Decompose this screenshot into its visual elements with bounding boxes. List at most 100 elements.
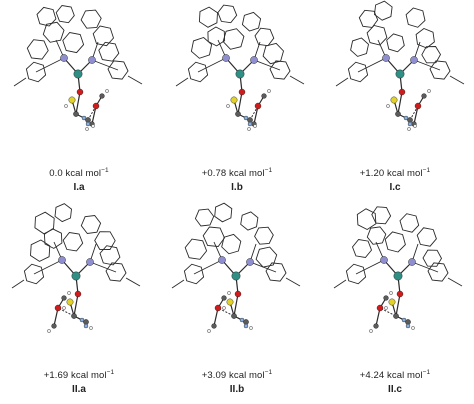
carbon-atom (395, 111, 401, 117)
hydrogen-atom (207, 329, 211, 333)
relative-energy: +4.24 kcal mol−1 (359, 369, 431, 381)
hydrogen-atom (389, 291, 393, 295)
phosphorus-atom (382, 54, 390, 62)
phosphorus-atom (380, 256, 388, 264)
oxygen-atom (234, 290, 242, 298)
hydrogen-atom (411, 326, 415, 330)
hydrogen-atom (413, 124, 417, 128)
oxygen-atom (414, 102, 422, 110)
hydrogen-atom (249, 326, 253, 330)
molecule-IIa (11, 203, 141, 333)
oxygen-atom (214, 304, 222, 312)
oxygen-atom (376, 304, 384, 312)
phosphorus-atom (88, 56, 96, 64)
carbon-atom (73, 111, 79, 117)
metal-atom (73, 69, 83, 79)
carbon-atom (261, 93, 267, 99)
hydrogen-atom (427, 89, 431, 93)
fluorine-atom (243, 115, 249, 121)
carbon-atom (393, 313, 399, 319)
hydrogen-atom (105, 89, 109, 93)
hydrogen-atom (247, 127, 251, 131)
hydrogen-atom (62, 306, 66, 310)
hydrogen-atom (384, 306, 388, 310)
carbon-atom (221, 295, 227, 301)
sulfur-atom (388, 298, 396, 306)
hydrogen-atom (47, 329, 51, 333)
relative-energy: +0.78 kcal mol−1 (201, 167, 273, 179)
oxygen-atom (74, 290, 82, 298)
conformer-panel-IIc: +4.24 kcal mol−1 II.c (316, 202, 474, 404)
hydrogen-atom (226, 104, 230, 108)
relative-energy: +1.69 kcal mol−1 (43, 369, 115, 381)
metal-atom (393, 271, 403, 281)
carbon-atom (235, 111, 241, 117)
conformer-panel-Ib: +0.78 kcal mol−1 I.b (158, 0, 316, 202)
hydrogen-atom (227, 291, 231, 295)
metal-atom (395, 69, 405, 79)
molecule-IIb (171, 202, 301, 333)
oxygen-atom (76, 88, 84, 96)
carbon-atom (61, 295, 67, 301)
sulfur-atom (226, 298, 234, 306)
conformer-label: II.c (388, 384, 402, 395)
conformer-label: I.b (231, 182, 243, 193)
conformer-label: I.c (389, 182, 401, 193)
hydrogen-atom (67, 291, 71, 295)
hydrogen-atom (222, 306, 226, 310)
hydrogen-atom (85, 127, 89, 131)
hydrogen-atom (369, 329, 373, 333)
carbon-atom (211, 323, 217, 329)
fluorine-atom (83, 323, 89, 329)
fluorine-atom (247, 121, 253, 127)
relative-energy: +3.09 kcal mol−1 (201, 369, 273, 381)
oxygen-atom (254, 102, 262, 110)
fluorine-atom (403, 115, 409, 121)
relative-energy: 0.0 kcal mol−1 (49, 167, 109, 179)
hydrogen-atom (386, 104, 390, 108)
hydrogen-atom (89, 326, 93, 330)
relative-energy: +1.20 kcal mol−1 (359, 167, 431, 179)
fluorine-atom (239, 317, 245, 323)
oxygen-atom (92, 102, 100, 110)
conformer-panel-Ic: +1.20 kcal mol−1 I.c (316, 0, 474, 202)
phosphorus-atom (58, 256, 66, 264)
fluorine-atom (401, 317, 407, 323)
conformer-label: II.a (72, 384, 86, 395)
phosphorus-atom (410, 56, 418, 64)
hydrogen-atom (407, 127, 411, 131)
phosphorus-atom (408, 258, 416, 266)
phosphorus-atom (218, 256, 226, 264)
sulfur-atom (66, 298, 74, 306)
oxygen-atom (398, 88, 406, 96)
hydrogen-atom (253, 124, 257, 128)
fluorine-atom (405, 323, 411, 329)
fluorine-atom (85, 121, 91, 127)
conformer-label: I.a (73, 182, 85, 193)
molecule-Ia (13, 5, 143, 131)
metal-atom (235, 69, 245, 79)
oxygen-atom (396, 290, 404, 298)
conformer-panel-Ia: 0.0 kcal mol−1 I.a (0, 0, 158, 202)
carbon-atom (383, 295, 389, 301)
phosphorus-atom (222, 54, 230, 62)
carbon-atom (373, 323, 379, 329)
molecule-Ib (175, 4, 305, 131)
conformer-label: II.b (229, 384, 245, 395)
oxygen-atom (54, 304, 62, 312)
hydrogen-atom (267, 89, 271, 93)
fluorine-atom (81, 115, 87, 121)
sulfur-atom (230, 96, 238, 104)
molecule-IIc (333, 206, 463, 333)
phosphorus-atom (86, 258, 94, 266)
sulfur-atom (68, 96, 76, 104)
phosphorus-atom (60, 54, 68, 62)
molecule-Ic (335, 0, 465, 131)
conformer-panel-IIb: +3.09 kcal mol−1 II.b (158, 202, 316, 404)
fluorine-atom (79, 317, 85, 323)
oxygen-atom (238, 88, 246, 96)
carbon-atom (51, 323, 57, 329)
phosphorus-atom (246, 258, 254, 266)
fluorine-atom (407, 121, 413, 127)
carbon-atom (71, 313, 77, 319)
